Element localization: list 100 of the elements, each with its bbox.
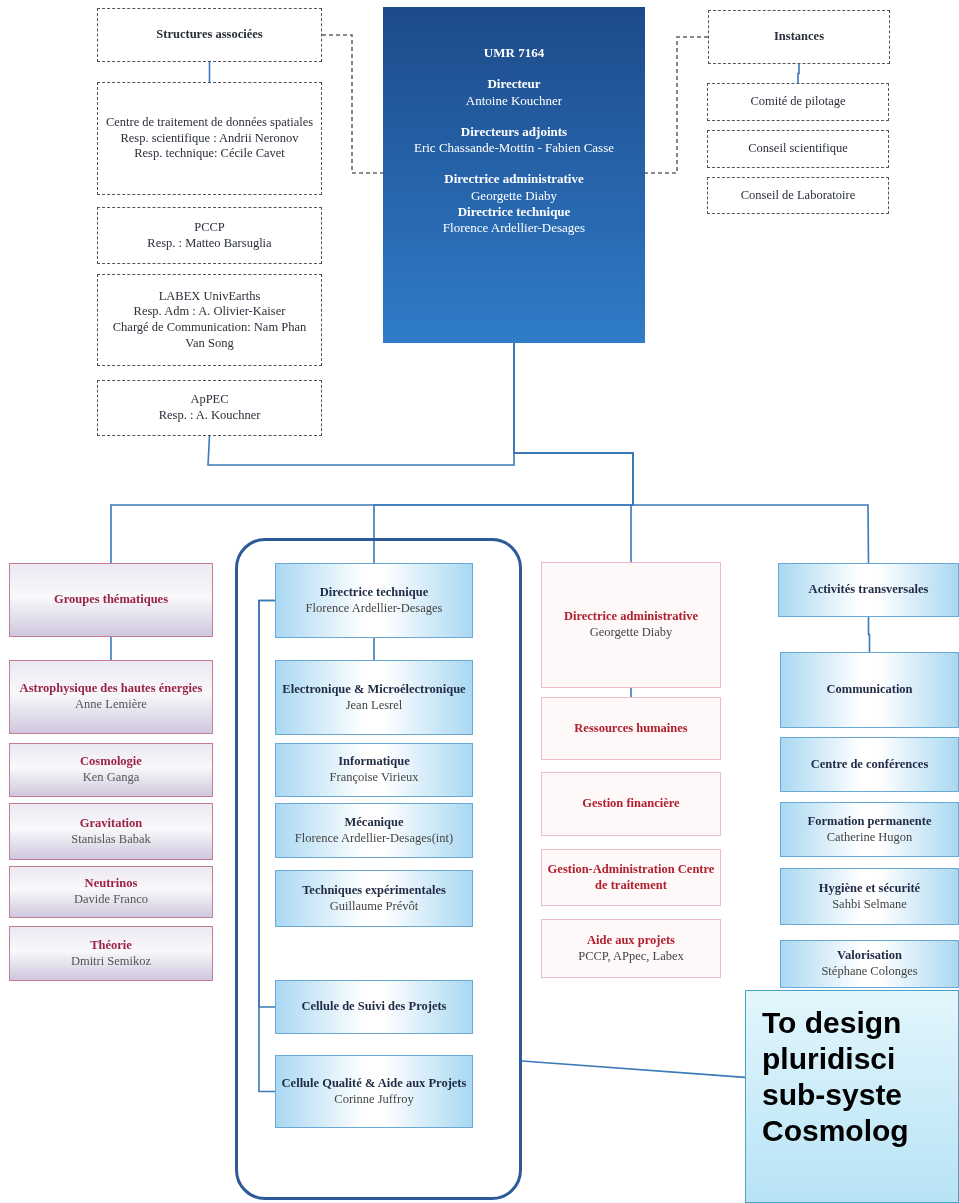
- person-name: Georgette Diaby: [589, 625, 673, 641]
- person-name: Anne Lemière: [75, 697, 147, 713]
- unit-title: Informatique: [338, 754, 410, 770]
- person-name: Florence Ardellier-Desages: [305, 600, 443, 617]
- connector-line: [321, 34, 384, 174]
- service-box: [780, 737, 959, 792]
- service-box: [275, 803, 473, 858]
- service-box: [275, 980, 473, 1034]
- person-name: ApPEC: [190, 392, 229, 408]
- unit-title: Mécanique: [344, 814, 404, 831]
- director-box: [383, 7, 645, 343]
- person-name: LABEX UnivEarths: [158, 288, 261, 305]
- research-group-box: [9, 803, 213, 860]
- admin-box: [541, 697, 721, 760]
- person-name: Corinne Juffroy: [334, 1091, 414, 1108]
- service-box: [780, 652, 959, 728]
- research-group-box: [9, 660, 213, 734]
- person-name: Antoine Kouchner: [465, 92, 563, 109]
- person-name: Davide Franco: [74, 892, 148, 908]
- unit-title: Instances: [774, 29, 824, 45]
- connector-line: [644, 36, 709, 174]
- admin-box: [541, 772, 721, 836]
- research-group-box: [9, 926, 213, 981]
- unit-title: Aide aux projets: [587, 932, 675, 949]
- leader-line: [521, 1060, 746, 1079]
- person-name: Conseil de Laboratoire: [740, 187, 856, 204]
- unit-title: Ressources humaines: [574, 720, 688, 737]
- unit-box: [97, 380, 322, 436]
- person-name: Eric Chassande-Mottin - Fabien Casse: [414, 140, 614, 157]
- unit-title: Electronique & Microélectronique: [282, 681, 466, 698]
- unit-title: Cosmologie: [80, 754, 142, 770]
- unit-title: Gestion financière: [582, 796, 680, 812]
- unit-title: Directrice technique: [457, 203, 571, 220]
- unit-title: Formation permanente: [807, 813, 932, 830]
- person-name: Centre de traitement de données spatiales: [105, 115, 314, 131]
- unit-box: [707, 177, 889, 214]
- unit-title: Directrice administrative: [444, 171, 584, 188]
- unit-title: Communication: [826, 682, 913, 698]
- person-name: PCCP, APpec, Labex: [578, 948, 684, 965]
- unit-title: Théorie: [90, 937, 132, 954]
- person-name: Catherine Hugon: [826, 829, 913, 846]
- unit-title: Groupes thématiques: [54, 592, 168, 608]
- service-box: [275, 563, 473, 638]
- admin-box: [541, 849, 721, 906]
- research-group-box: [9, 563, 213, 637]
- person-name: Resp. scientifique : Andrii Neronov: [120, 130, 299, 147]
- research-group-box: [9, 743, 213, 797]
- unit-title: Neutrinos: [84, 876, 138, 892]
- unit-title: Techniques expérimentales: [302, 882, 446, 899]
- person-name: Comité de pilotage: [750, 94, 846, 110]
- service-box: [780, 868, 959, 925]
- connector-line: [208, 61, 211, 83]
- person-name: Resp. : Matteo Barsuglia: [147, 235, 272, 252]
- unit-title: UMR 7164: [483, 45, 545, 62]
- callout-box: [745, 990, 959, 1203]
- unit-title: Valorisation: [837, 948, 902, 964]
- admin-box: [541, 562, 721, 688]
- unit-title: Structures associées: [156, 27, 263, 43]
- unit-box: [97, 274, 322, 366]
- connector-line: [630, 687, 632, 698]
- connector-line: [258, 599, 276, 1093]
- unit-title: Directeurs adjoints: [460, 123, 568, 140]
- connector-line: [797, 63, 800, 84]
- service-box: [275, 1055, 473, 1128]
- unit-title: Cellule de Suivi des Projets: [301, 999, 447, 1015]
- connector-line: [373, 637, 375, 661]
- unit-title: Directeur: [487, 76, 541, 93]
- service-box: [780, 940, 959, 988]
- person-name: PCCP: [194, 219, 225, 236]
- highlight-frame: [235, 538, 522, 1200]
- unit-title: Gestion-Administration Centre de traitement: [547, 861, 715, 894]
- unit-title: Hygiène et sécurité: [818, 880, 921, 897]
- person-name: Ken Ganga: [82, 770, 140, 786]
- person-name: Sahbi Selmane: [832, 896, 907, 913]
- callout-text: To design pluridisci sub-syste Cosmolog: [762, 1005, 910, 1149]
- unit-title: Cellule Qualité & Aide aux Projets: [281, 1075, 467, 1092]
- unit-box: [707, 130, 889, 168]
- service-box: [778, 563, 959, 617]
- person-name: Resp. : A. Kouchner: [158, 408, 261, 424]
- unit-title: Centre de conférences: [810, 756, 929, 773]
- connector-line: [110, 636, 112, 661]
- person-name: Stéphane Colonges: [821, 964, 918, 980]
- unit-box: [97, 8, 322, 62]
- unit-box: [707, 83, 889, 121]
- connector-line: [867, 616, 871, 653]
- person-name: Chargé de Communication: Nam Phan Van Song: [111, 320, 308, 352]
- unit-title: Activités transversales: [808, 582, 929, 598]
- person-name: Jean Lesrel: [345, 697, 403, 714]
- person-name: Conseil scientifique: [748, 141, 848, 157]
- person-name: Guillaume Prévôt: [329, 898, 419, 915]
- person-name: Françoise Virieux: [329, 770, 419, 786]
- unit-title: Gravitation: [79, 815, 143, 832]
- unit-title: Directrice administrative: [563, 609, 699, 625]
- service-box: [780, 802, 959, 857]
- service-box: [275, 660, 473, 735]
- unit-box: [97, 82, 322, 195]
- person-name: Dmitri Semikoz: [70, 953, 152, 970]
- person-name: Florence Ardellier-Desages: [442, 220, 586, 237]
- service-box: [275, 743, 473, 797]
- unit-box: [708, 10, 890, 64]
